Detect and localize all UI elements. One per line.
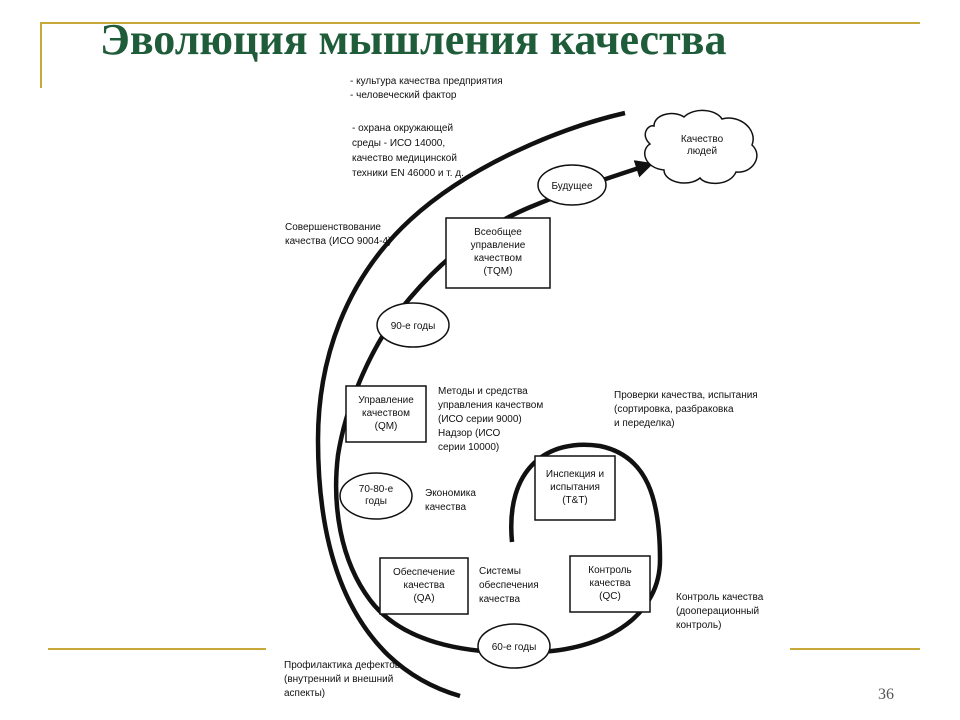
environment-annotation-line: качество медицинской: [352, 153, 457, 164]
methods-annotation-line: Надзор (ИСО: [438, 428, 501, 439]
box-qm: [345, 385, 427, 443]
future-label: Будущее: [551, 181, 593, 192]
period-70-80s-label-line: годы: [365, 496, 387, 507]
ellipse-90s: [376, 302, 450, 348]
improvement-annotation-line: качества (ИСО 9004-4): [285, 236, 391, 247]
future-label-line: Будущее: [551, 181, 593, 192]
systems-annotation-line: Системы: [479, 566, 521, 577]
environment-annotation: - охрана окружающей среды - ИСО 14000, кач…: [352, 123, 464, 179]
box-tc: [534, 455, 616, 521]
tc-label-line: испытания: [550, 482, 600, 493]
page-title: Эволюция мышления качества: [100, 15, 727, 64]
prevention-annotation: Профилактика дефектов (внутренний и внешн…: [284, 659, 400, 699]
methods-annotation-line: серии 10000): [438, 442, 499, 453]
tc-label-line: (T&T): [562, 495, 588, 506]
improvement-annotation-line: Совершенствование: [285, 222, 381, 233]
methods-annotation-line: Методы и средства: [438, 386, 528, 397]
stage-boxes: [345, 217, 651, 615]
bottom-right-rule: [790, 648, 920, 650]
control-annotation-line: (доопера­ционный: [676, 606, 759, 617]
control-annotation-line: контроль): [676, 620, 721, 631]
culture-annotation-line: - культура качества предприятия: [350, 76, 503, 87]
control-annotation-line: Контроль качества: [676, 592, 764, 603]
systems-annotation: Системы обеспечения качества: [479, 566, 539, 605]
systems-annotation-line: качества: [479, 594, 520, 605]
inspection-annotation-line: Проверки качества, испытания: [614, 390, 758, 401]
tqm-label: Всеобщее управление качеством (TQM): [471, 226, 526, 277]
qa-label: Обеспечение качества (QA): [393, 566, 455, 604]
prevention-annotation-line: Профилактика дефектов: [284, 659, 400, 671]
top-rule: [40, 22, 920, 24]
environment-annotation-line: - охрана окружающей: [352, 123, 453, 134]
tqm-label-line: управление: [471, 240, 526, 251]
control-annotation: Контроль качества (доопера­ционный контрол…: [676, 592, 764, 631]
qa-label-line: Обеспечение: [393, 566, 455, 578]
box-qa: [379, 557, 469, 615]
inspection-annotation-line: и переделка): [614, 418, 675, 429]
ellipse-70-80s: [339, 472, 413, 520]
qc-label: Контроль качества (QC): [588, 565, 631, 602]
prevention-annotation-line: (внутренний и внешний: [284, 674, 393, 685]
tqm-label-line: качеством: [474, 253, 522, 264]
methods-annotation-line: (ИСО серии 9000): [438, 414, 522, 425]
page-number: 36: [878, 686, 894, 703]
inspection-annotation-line: (сортировка, разбраковка: [614, 403, 734, 415]
box-qc: [569, 555, 651, 613]
qc-label-line: (QC): [599, 591, 621, 602]
qm-label-line: качеством: [362, 408, 410, 419]
improvement-annotation: Совершенствование качества (ИСО 9004-4): [285, 222, 391, 247]
qa-label-line: качества: [403, 580, 444, 591]
tc-label: Инспекция и испытания (T&T): [546, 469, 604, 506]
environment-annotation-line: техники EN 46000 и т. д.: [352, 168, 464, 179]
methods-annotation-line: управления качеством: [438, 400, 543, 411]
qm-label: Управление качеством (QM): [358, 395, 414, 432]
economics-annotation-line: качества: [425, 502, 466, 513]
culture-annotation-line: - человеческий фактор: [350, 89, 457, 101]
tc-label-line: Инспекция и: [546, 469, 604, 480]
economics-annotation-line: Экономика: [425, 488, 476, 499]
prevention-annotation-line: аспекты): [284, 688, 325, 699]
ellipse-60s: [477, 623, 551, 669]
cloud-people-quality: [644, 109, 758, 185]
qc-label-line: качества: [589, 578, 630, 589]
cloud-label-line: людей: [687, 146, 717, 157]
inspection-annotation: Проверки качества, испытания (сортировка,…: [614, 390, 758, 429]
qa-label-line: (QA): [413, 593, 434, 604]
outer-spiral: [315, 110, 626, 699]
tqm-label-line: Всеобщее: [474, 226, 522, 238]
qc-label-line: Контроль: [588, 565, 631, 576]
qm-label-line: (QM): [375, 421, 398, 432]
period-70-80s-label-line: 70-80-е: [359, 484, 394, 495]
period-60s-label-line: 60-е годы: [492, 642, 537, 653]
qm-label-line: Управление: [358, 395, 414, 406]
period-ellipses: [339, 164, 607, 669]
culture-annotation: - культура качества предприятия - человеч…: [350, 76, 503, 101]
ellipse-future: [537, 164, 607, 206]
environment-annotation-line: среды - ИСО 14000,: [352, 138, 445, 149]
period-90s-label-line: 90-е годы: [391, 321, 436, 332]
bottom-left-rule: [48, 648, 266, 650]
left-rule: [40, 22, 42, 88]
tqm-label-line: (TQM): [484, 266, 513, 277]
economics-annotation: Экономика качества: [425, 488, 476, 513]
period-60s-label: 60-е годы: [492, 642, 537, 653]
cloud-label-line: Качество: [681, 134, 724, 145]
methods-annotation: Методы и средства управления качеством (ИС…: [438, 386, 543, 453]
box-tqm: [445, 217, 551, 289]
period-90s-label: 90-е годы: [391, 321, 436, 332]
systems-annotation-line: обеспечения: [479, 579, 539, 591]
